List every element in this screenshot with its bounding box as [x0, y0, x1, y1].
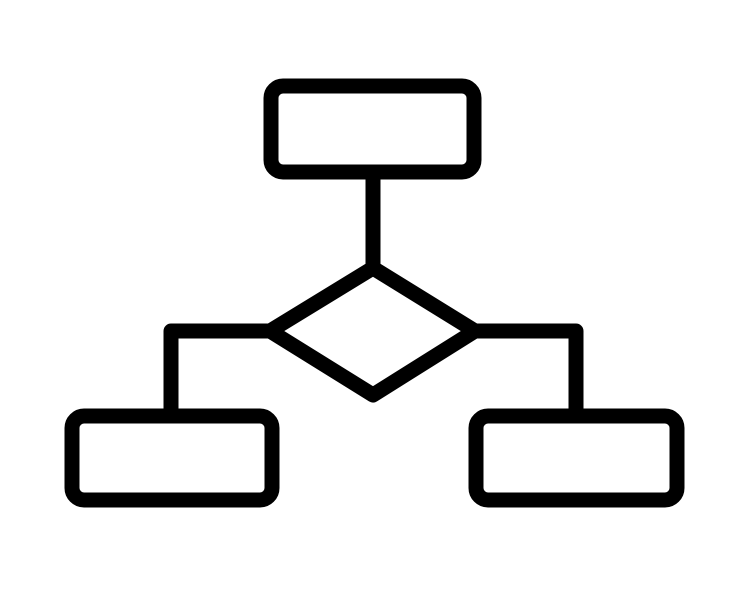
- right-process-box: [468, 408, 685, 508]
- left-process-box: [64, 408, 280, 508]
- top-process-box: [263, 78, 482, 180]
- connector-decision-to-left: [163, 323, 278, 418]
- connector-decision-to-right: [467, 323, 584, 418]
- decision-diamond: [262, 260, 483, 403]
